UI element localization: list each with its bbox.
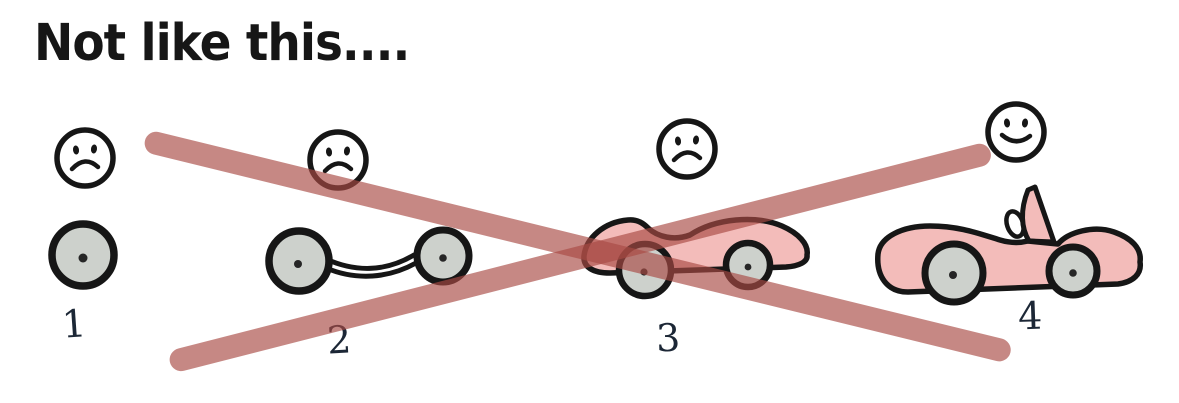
finished-car-icon	[875, 184, 1143, 306]
stage-number: 1	[60, 301, 88, 347]
sad-face-icon	[307, 129, 369, 191]
sad-face-icon	[54, 127, 116, 189]
stage-number: 4	[1017, 293, 1043, 339]
chassis-axle-icon	[265, 226, 473, 295]
wheel-icon	[48, 220, 118, 290]
stage-number: 3	[655, 315, 681, 361]
page-title: Not like this....	[34, 13, 410, 74]
happy-face-icon	[985, 101, 1047, 163]
sad-face-icon	[656, 118, 718, 180]
